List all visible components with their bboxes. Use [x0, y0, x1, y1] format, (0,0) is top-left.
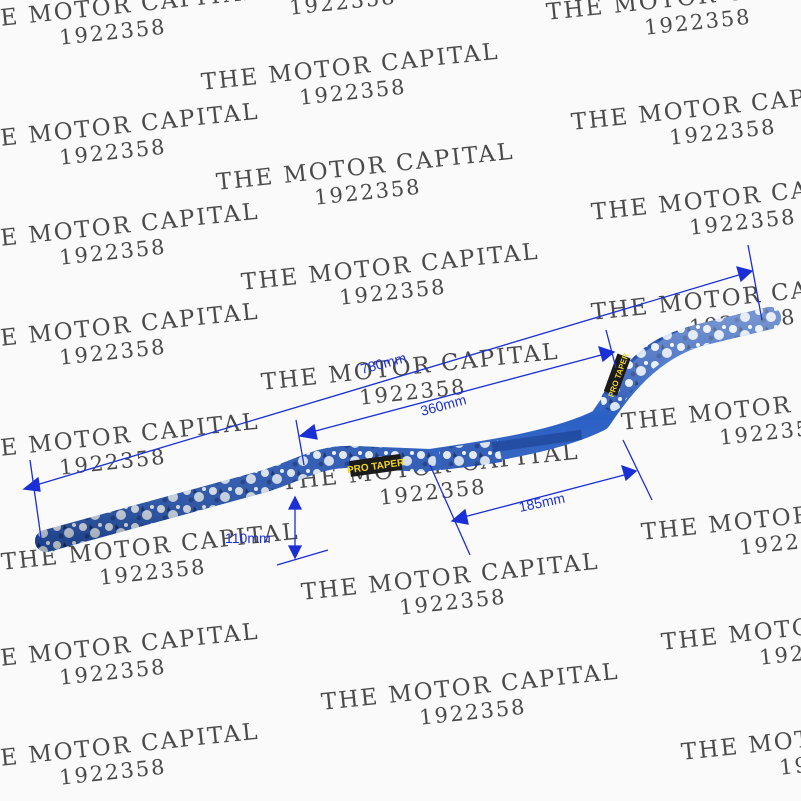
dimension-bend-length: [429, 439, 653, 556]
dimension-overall-width: [22, 244, 763, 546]
overall-width-label: 780mm: [359, 349, 408, 377]
handlebar: [35, 307, 781, 552]
dimension-clamp-width: [295, 329, 617, 466]
clamp-width-label: 360mm: [419, 391, 468, 419]
bend-length-label: 185mm: [517, 490, 566, 515]
dimension-rise: [276, 495, 329, 566]
rise-label: 110mm: [225, 530, 271, 546]
